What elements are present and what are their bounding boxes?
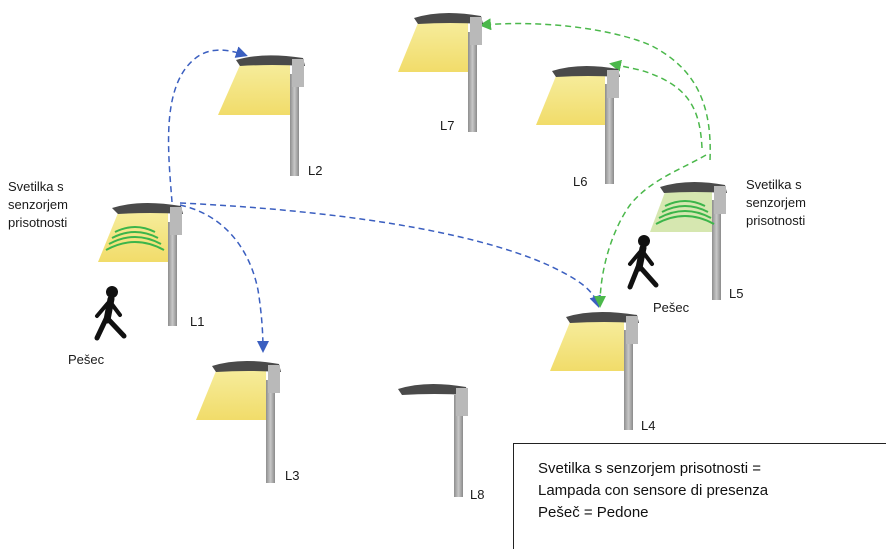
pole <box>266 380 275 483</box>
lamp-label-l6: L6 <box>573 174 588 189</box>
legend-line3: Pešeč = Pedone <box>538 504 649 521</box>
sensor-waves-icon <box>655 200 715 225</box>
lamp-l8 <box>398 383 468 497</box>
pole <box>168 222 177 326</box>
lamp-head <box>212 360 281 372</box>
arrow-l5-to-l6 <box>609 59 703 149</box>
arrow-l5-to-l4 <box>594 154 707 308</box>
lamp-label-l2: L2 <box>308 163 323 178</box>
lamp-label-l8: L8 <box>470 487 485 502</box>
blue-arrows <box>167 46 601 353</box>
light-cone <box>536 76 605 125</box>
lamp-l2 <box>218 55 305 176</box>
arrow-l1-to-l4 <box>179 202 601 308</box>
sensor-label-line1: Svetilka s <box>8 179 64 194</box>
arrow-l1-to-l3 <box>179 204 269 353</box>
lamp-head <box>236 55 305 66</box>
light-cone <box>398 23 468 72</box>
pedestrian-icon <box>94 286 127 341</box>
pole <box>624 330 633 430</box>
lamp-head <box>566 311 639 323</box>
lamp-l6 <box>536 65 620 184</box>
sensor-label-left: Svetilka s senzorjem prisotnosti <box>8 178 68 232</box>
lamp-head <box>398 383 468 395</box>
pole <box>712 200 721 300</box>
lamp-label-l3: L3 <box>285 468 300 483</box>
lamp-head <box>112 202 183 214</box>
lamp-label-l5: L5 <box>729 286 744 301</box>
light-cone <box>196 371 266 420</box>
sensor-label-right: Svetilka s senzorjem prisotnosti <box>746 176 806 230</box>
light-cone <box>550 322 624 371</box>
arrow-l1-to-l2 <box>167 46 248 203</box>
light-cone <box>218 65 290 115</box>
sensor-waves-icon <box>105 226 165 251</box>
sensor-label-line1: Svetilka s <box>746 177 802 192</box>
lamp-l1 <box>98 202 183 326</box>
sensor-label-line2: senzorjem <box>8 197 68 212</box>
pole <box>605 84 614 184</box>
pole <box>454 395 463 497</box>
pole <box>468 32 477 132</box>
lamp-l5 <box>650 181 727 300</box>
sensor-label-line2: senzorjem <box>746 195 806 210</box>
lamp-head <box>552 65 620 77</box>
arrow-l5-to-l7 <box>479 18 711 161</box>
lamp-l7 <box>398 12 483 132</box>
pole <box>290 74 299 176</box>
lamp-l4 <box>550 311 639 430</box>
legend-box: Svetilka s senzorjem prisotnosti = Lampa… <box>513 443 886 549</box>
lamp-head <box>660 181 727 193</box>
legend-line1: Svetilka s senzorjem prisotnosti = <box>538 460 762 477</box>
green-arrows <box>479 18 711 308</box>
pedestrian-label-right: Pešec <box>653 300 690 315</box>
lamp-head <box>414 12 483 24</box>
lamp-label-l7: L7 <box>440 118 455 133</box>
sensor-label-line3: prisotnosti <box>746 213 806 228</box>
pedestrian-icon <box>627 235 659 290</box>
legend-line2: Lampada con sensore di presenza <box>538 482 769 499</box>
lamp-label-l4: L4 <box>641 418 656 433</box>
sensor-label-line3: prisotnosti <box>8 215 68 230</box>
lamp-l3 <box>196 360 281 483</box>
pedestrian-label-left: Pešec <box>68 352 105 367</box>
lamp-label-l1: L1 <box>190 314 205 329</box>
